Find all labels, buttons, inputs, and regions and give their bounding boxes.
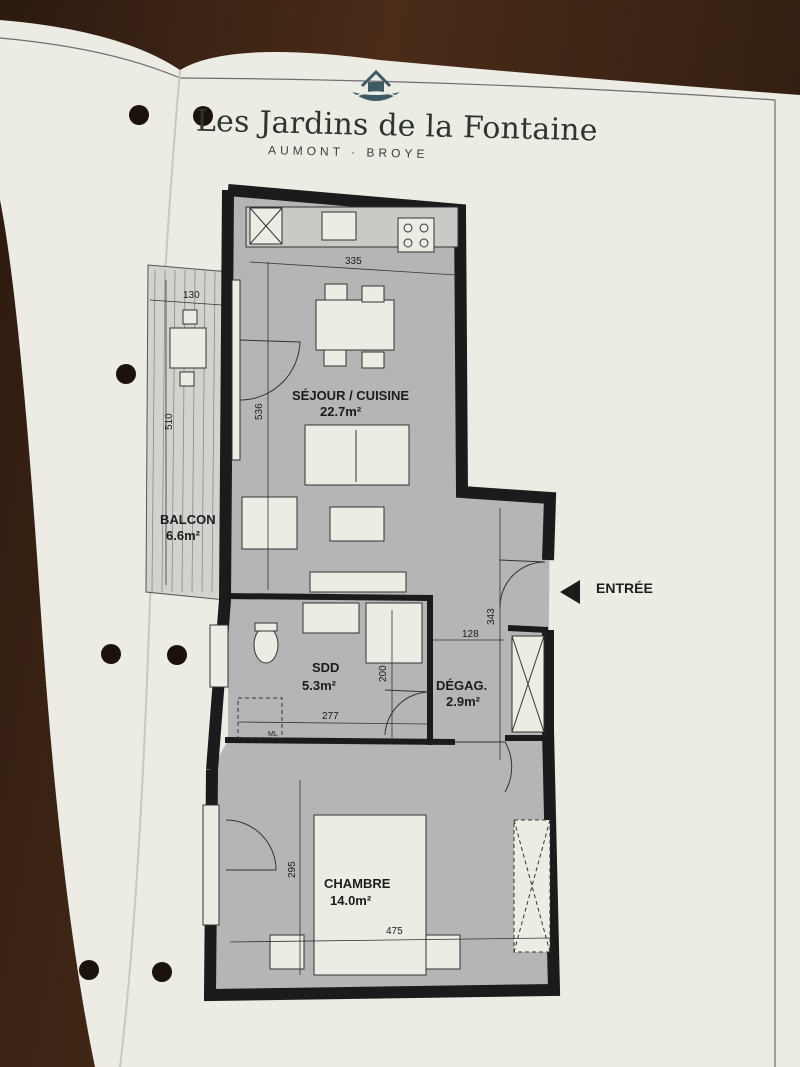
dimension-label: 475	[386, 926, 403, 937]
house-leaf-logo-icon	[352, 69, 400, 101]
entry-door-swing	[499, 559, 546, 609]
armchair	[241, 496, 298, 550]
room-name-sejour: SÉJOUR / CUISINE	[292, 388, 409, 403]
entry-arrow-icon	[560, 580, 580, 604]
sink	[321, 211, 357, 241]
room-name-balcon: BALCON	[160, 512, 216, 527]
coffee-table	[329, 506, 385, 542]
interior-wall	[507, 625, 549, 633]
chair	[361, 351, 385, 369]
punch-hole	[167, 645, 187, 665]
chair	[323, 349, 347, 367]
nightstand	[269, 934, 305, 970]
nightstand	[425, 934, 461, 970]
punch-hole	[101, 644, 121, 664]
exterior-wall	[206, 189, 234, 771]
dimension-label: 510	[164, 413, 175, 430]
room-area-balcon: 6.6m²	[166, 528, 201, 543]
washing-machine-space	[237, 697, 283, 739]
interior-wall	[221, 593, 433, 745]
balcony-chair	[179, 371, 195, 387]
dimension-label: 277	[322, 711, 339, 722]
interior-wall	[224, 737, 456, 745]
dimension-label: 128	[462, 629, 479, 640]
dimension-label: 536	[254, 403, 265, 420]
room-name-sdd: SDD	[312, 660, 339, 675]
room-name-chambre: CHAMBRE	[324, 876, 391, 891]
door-swing	[455, 741, 513, 793]
punch-hole	[152, 962, 172, 982]
dimension-label: 343	[486, 608, 497, 625]
entry-label: ENTRÉE	[596, 580, 653, 596]
room-area-sdd: 5.3m²	[302, 678, 337, 693]
tv-unit	[309, 571, 407, 593]
punch-hole	[129, 105, 149, 125]
room-name-degag: DÉGAG.	[436, 678, 487, 693]
bed	[313, 814, 427, 976]
cooktop	[397, 217, 435, 253]
wardrobe	[513, 819, 551, 953]
window	[231, 279, 241, 461]
chair	[324, 283, 348, 301]
dimension-label: 200	[378, 665, 389, 682]
dimension-label: 130	[183, 290, 200, 301]
balcony-table	[169, 327, 207, 369]
bathroom-sink	[302, 602, 360, 634]
sofa	[304, 424, 410, 486]
punch-hole	[79, 960, 99, 980]
room-area-chambre: 14.0m²	[330, 893, 372, 908]
dining-table	[315, 299, 395, 351]
door-swing	[225, 819, 277, 871]
chair	[361, 285, 385, 303]
window	[202, 804, 220, 926]
door-swing	[384, 689, 431, 736]
room-area-degag: 2.9m²	[446, 694, 481, 709]
toilet	[253, 626, 279, 664]
dimension-label: 335	[345, 256, 362, 267]
punch-hole	[193, 106, 213, 126]
door-swing	[239, 339, 301, 401]
room-area-sejour: 22.7m²	[320, 404, 362, 419]
balcony-chair	[182, 309, 198, 325]
punch-hole	[116, 364, 136, 384]
washing-machine-label: ML	[268, 731, 278, 738]
dimension-label: 295	[287, 861, 298, 878]
shower	[365, 602, 423, 664]
window	[209, 624, 229, 688]
